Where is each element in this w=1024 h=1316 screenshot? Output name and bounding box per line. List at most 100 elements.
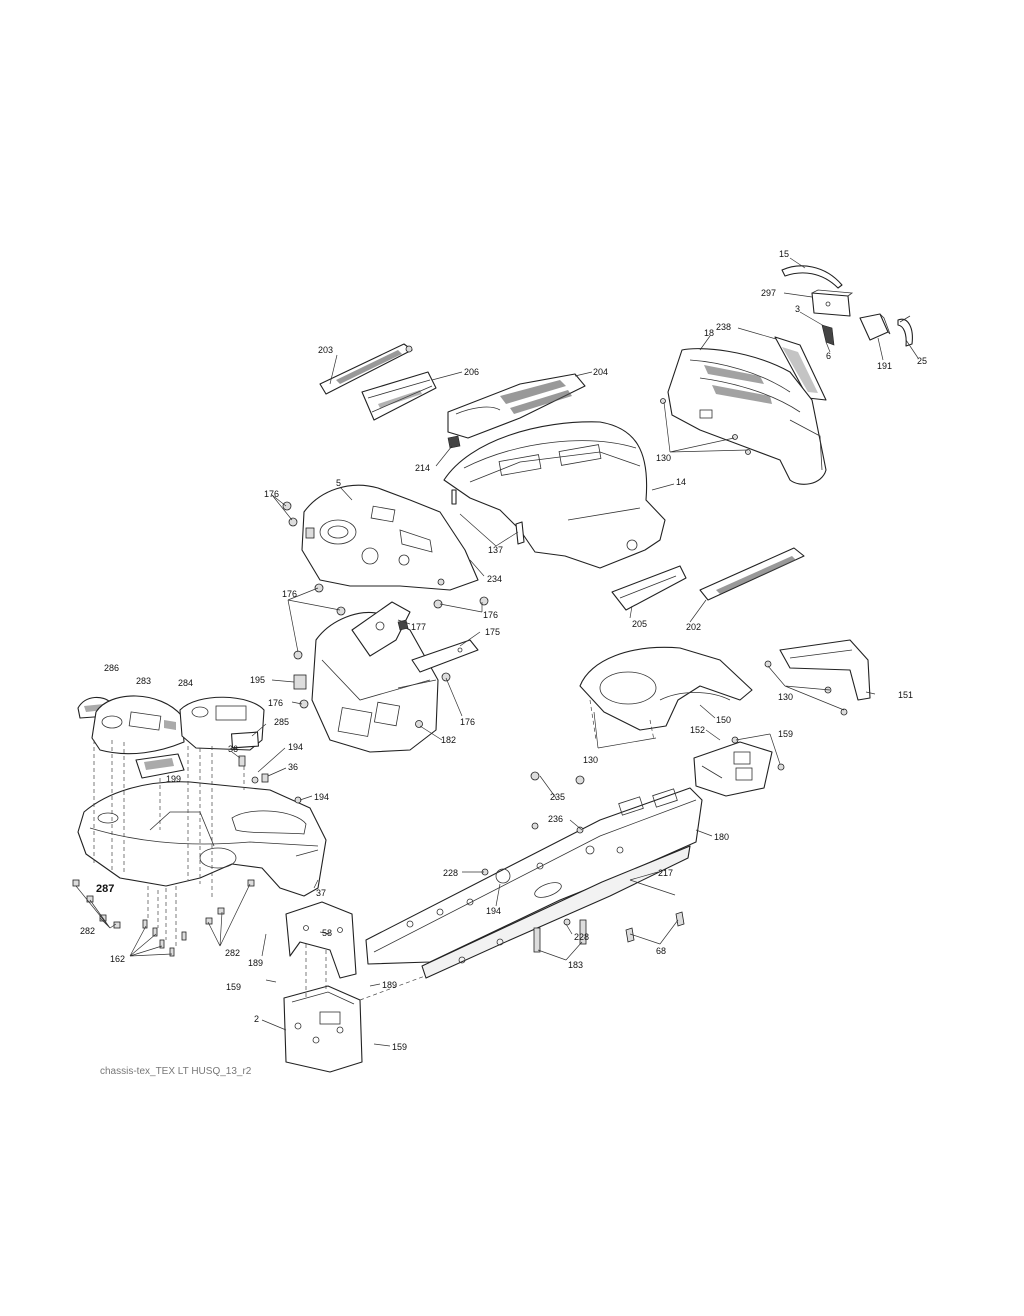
part-58-bracket [285, 901, 357, 979]
part-150-fender [579, 646, 753, 731]
label-214: 214 [415, 463, 430, 473]
label-282a: 282 [80, 926, 95, 936]
label-6: 6 [826, 351, 831, 361]
label-182: 182 [441, 735, 456, 745]
label-206: 206 [464, 367, 479, 377]
label-152: 152 [690, 725, 705, 735]
part-151-bracket [764, 639, 871, 716]
label-2: 2 [254, 1014, 259, 1024]
leader-lines [75, 257, 919, 1047]
part-183-pins [533, 919, 587, 953]
label-176e: 176 [460, 717, 475, 727]
label-205: 205 [632, 619, 647, 629]
part-205-panel [611, 565, 687, 611]
part-297-box [811, 289, 854, 317]
part-5-dash [301, 484, 479, 591]
label-228a: 228 [443, 868, 458, 878]
part-25-clip [897, 315, 913, 347]
label-176c: 176 [282, 589, 297, 599]
label-58: 58 [322, 928, 332, 938]
part-176-hardware [282, 501, 489, 709]
part-37-fender [77, 781, 327, 897]
label-228b: 228 [574, 932, 589, 942]
label-286: 286 [104, 663, 119, 673]
label-180: 180 [714, 832, 729, 842]
label-194a: 194 [288, 742, 303, 752]
label-284: 284 [178, 678, 193, 688]
label-176a: 176 [264, 489, 279, 499]
callout-labels: 15 297 3 238 18 6 191 25 203 206 204 130… [80, 249, 927, 1052]
label-18: 18 [704, 328, 714, 338]
label-14: 14 [676, 477, 686, 487]
label-5: 5 [336, 478, 341, 488]
part-204-vent [447, 373, 586, 439]
label-285: 285 [274, 717, 289, 727]
part-152-rear-bracket [693, 736, 785, 797]
part-175-plate [411, 639, 479, 673]
part-283-pod [91, 695, 185, 755]
label-189b: 189 [382, 980, 397, 990]
label-287: 287 [96, 883, 114, 895]
part-195-bushing [293, 674, 307, 690]
label-137: 137 [488, 545, 503, 555]
label-159a: 159 [778, 729, 793, 739]
label-37: 37 [316, 888, 326, 898]
label-130c: 130 [583, 755, 598, 765]
label-68: 68 [656, 946, 666, 956]
label-195: 195 [250, 675, 265, 685]
part-203-grille-bar [319, 343, 413, 395]
label-130a: 130 [656, 453, 671, 463]
label-204: 204 [593, 367, 608, 377]
part-206-duct [361, 371, 437, 421]
part-162-screws [142, 919, 187, 957]
label-162: 162 [110, 954, 125, 964]
label-194c: 194 [486, 906, 501, 916]
part-285-pad [230, 731, 260, 749]
label-191: 191 [877, 361, 892, 371]
label-235: 235 [550, 792, 565, 802]
part-3-clip [821, 324, 835, 346]
part-214-clip [447, 435, 461, 449]
part-177-bracket [351, 601, 411, 657]
label-194b: 194 [314, 792, 329, 802]
part-137-strip [515, 521, 525, 545]
label-183: 183 [568, 960, 583, 970]
label-36a: 36 [228, 744, 238, 754]
label-236: 236 [548, 814, 563, 824]
label-189a: 189 [248, 958, 263, 968]
label-151: 151 [898, 690, 913, 700]
label-202: 202 [686, 622, 701, 632]
part-18-hood [660, 348, 827, 485]
label-25: 25 [917, 356, 927, 366]
label-175: 175 [485, 627, 500, 637]
part-191-cap [859, 313, 891, 341]
label-297: 297 [761, 288, 776, 298]
label-36b: 36 [288, 762, 298, 772]
part-14-hood-main [443, 421, 666, 569]
label-283: 283 [136, 676, 151, 686]
label-159b: 159 [226, 982, 241, 992]
label-282b: 282 [225, 948, 240, 958]
part-199-decal [135, 753, 185, 779]
label-150: 150 [716, 715, 731, 725]
label-203: 203 [318, 345, 333, 355]
label-159c: 159 [392, 1042, 407, 1052]
part-180-frame [365, 771, 703, 979]
label-234: 234 [487, 574, 502, 584]
part-202-grille [699, 547, 805, 601]
label-130b: 130 [778, 692, 793, 702]
label-199: 199 [166, 774, 181, 784]
label-217: 217 [658, 868, 673, 878]
label-176d: 176 [268, 698, 283, 708]
drawing-caption: chassis-tex_TEX LT HUSQ_13_r2 [100, 1066, 252, 1077]
label-3: 3 [795, 304, 800, 314]
part-36-hardware [238, 755, 302, 804]
label-176b: 176 [483, 610, 498, 620]
label-15: 15 [779, 249, 789, 259]
part-217-rod [625, 879, 685, 943]
part-238-grille [774, 336, 827, 401]
part-15-trim [781, 265, 843, 289]
label-177: 177 [411, 622, 426, 632]
part-2-front-frame [283, 985, 363, 1073]
